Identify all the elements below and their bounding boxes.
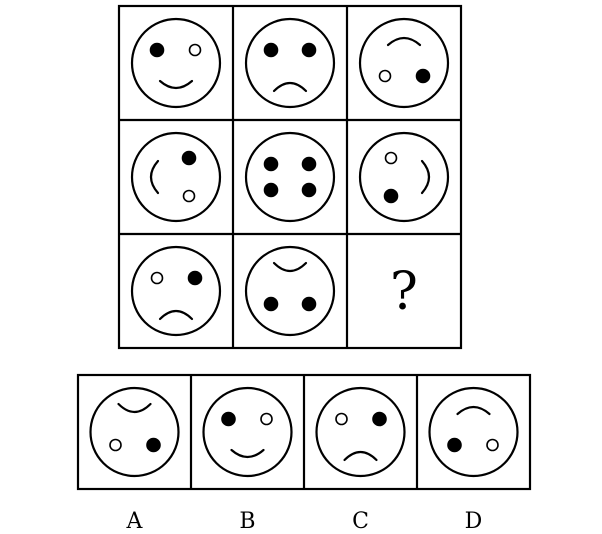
hollow-eye bbox=[260, 412, 273, 426]
frown-mouth bbox=[117, 402, 152, 414]
hollow-eye bbox=[188, 43, 202, 57]
option-label-c: C bbox=[352, 509, 369, 534]
frown-mouth bbox=[272, 81, 308, 93]
filled-eye bbox=[301, 296, 317, 312]
grid-border bbox=[117, 4, 463, 350]
face-outline bbox=[358, 131, 450, 223]
option-label-d: D bbox=[465, 509, 483, 534]
face-outline bbox=[130, 245, 222, 337]
filled-eye bbox=[263, 42, 279, 58]
filled-eye bbox=[181, 150, 197, 166]
option-label-b: B bbox=[239, 509, 255, 534]
options-faces bbox=[89, 386, 519, 478]
filled-eye bbox=[415, 68, 431, 84]
face-outline bbox=[89, 386, 180, 478]
face-outline bbox=[130, 17, 222, 109]
smile-mouth bbox=[456, 405, 491, 416]
filled-eye bbox=[263, 156, 279, 172]
options-frame bbox=[76, 373, 532, 491]
filled-eye bbox=[221, 411, 236, 427]
grid-face-2-3 bbox=[358, 131, 450, 223]
smile-mouth bbox=[386, 36, 422, 47]
grid-face-2-2 bbox=[244, 131, 336, 223]
smile-mouth bbox=[158, 79, 194, 90]
face-outline bbox=[202, 386, 293, 478]
option-face-d bbox=[428, 386, 519, 478]
question-mark: ? bbox=[390, 262, 418, 322]
option-face-c bbox=[315, 386, 406, 478]
filled-eye bbox=[263, 296, 279, 312]
hollow-eye bbox=[384, 151, 398, 165]
grid-frame bbox=[117, 4, 463, 350]
hollow-eye bbox=[182, 189, 196, 203]
hollow-eye bbox=[109, 438, 122, 452]
smile-mouth bbox=[230, 448, 265, 459]
hollow-eye bbox=[378, 69, 392, 83]
face-outline bbox=[358, 17, 450, 109]
option-face-b bbox=[202, 386, 293, 478]
face-outline bbox=[315, 386, 406, 478]
hollow-eye bbox=[150, 271, 164, 285]
filled-eye bbox=[149, 42, 165, 58]
face-outline bbox=[244, 131, 336, 223]
option-face-a bbox=[89, 386, 180, 478]
filled-eye bbox=[263, 182, 279, 198]
grid-face-2-1 bbox=[130, 131, 222, 223]
filled-eye bbox=[383, 188, 399, 204]
frown-mouth bbox=[272, 261, 308, 273]
grid-face-1-3 bbox=[358, 17, 450, 109]
face-outline bbox=[428, 386, 519, 478]
frown-mouth bbox=[343, 450, 378, 462]
filled-eye bbox=[301, 42, 317, 58]
filled-eye bbox=[301, 156, 317, 172]
option-labels: A B C D bbox=[126, 509, 483, 534]
smile-mouth bbox=[149, 159, 160, 195]
face-outline bbox=[244, 245, 336, 337]
grid-faces: ? bbox=[130, 17, 450, 337]
hollow-eye bbox=[335, 412, 348, 426]
filled-eye bbox=[187, 270, 203, 286]
grid-face-1-1 bbox=[130, 17, 222, 109]
filled-eye bbox=[301, 182, 317, 198]
grid-face-1-2 bbox=[244, 17, 336, 109]
grid-face-3-2 bbox=[244, 245, 336, 337]
frown-mouth bbox=[158, 309, 194, 321]
face-outline bbox=[130, 131, 222, 223]
option-label-a: A bbox=[126, 509, 144, 534]
smile-mouth bbox=[420, 159, 431, 195]
grid-face-3-1 bbox=[130, 245, 222, 337]
filled-eye bbox=[146, 437, 161, 453]
filled-eye bbox=[372, 411, 387, 427]
hollow-eye bbox=[486, 438, 499, 452]
face-outline bbox=[244, 17, 336, 109]
filled-eye bbox=[447, 437, 462, 453]
